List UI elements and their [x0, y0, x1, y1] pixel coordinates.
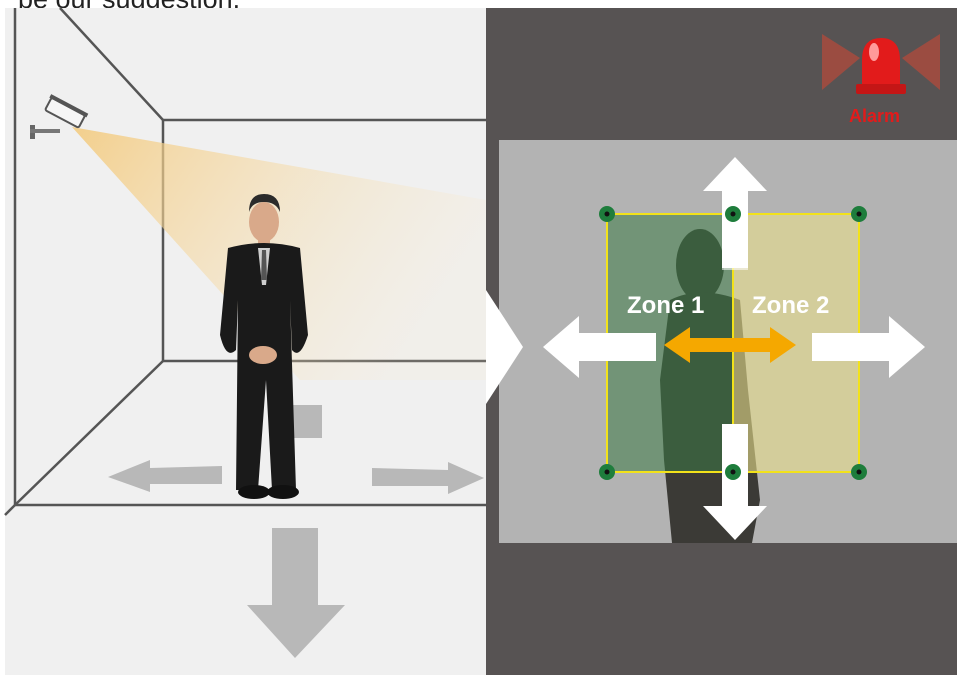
- vertex-node[interactable]: [851, 464, 867, 480]
- vertex-node[interactable]: [599, 464, 615, 480]
- vertex-node[interactable]: [725, 206, 741, 222]
- alarm-label: Alarm: [849, 106, 900, 126]
- vertex-node[interactable]: [599, 206, 615, 222]
- zone2-label: Zone 2: [752, 292, 829, 319]
- vertex-node[interactable]: [725, 464, 741, 480]
- camera-panel: Zone 1 Zone 2 Alarm: [486, 8, 957, 675]
- room-panel: [5, 8, 486, 675]
- floor-arrow-back: [292, 405, 322, 438]
- zone1-label: Zone 1: [627, 292, 704, 319]
- vertex-node[interactable]: [851, 206, 867, 222]
